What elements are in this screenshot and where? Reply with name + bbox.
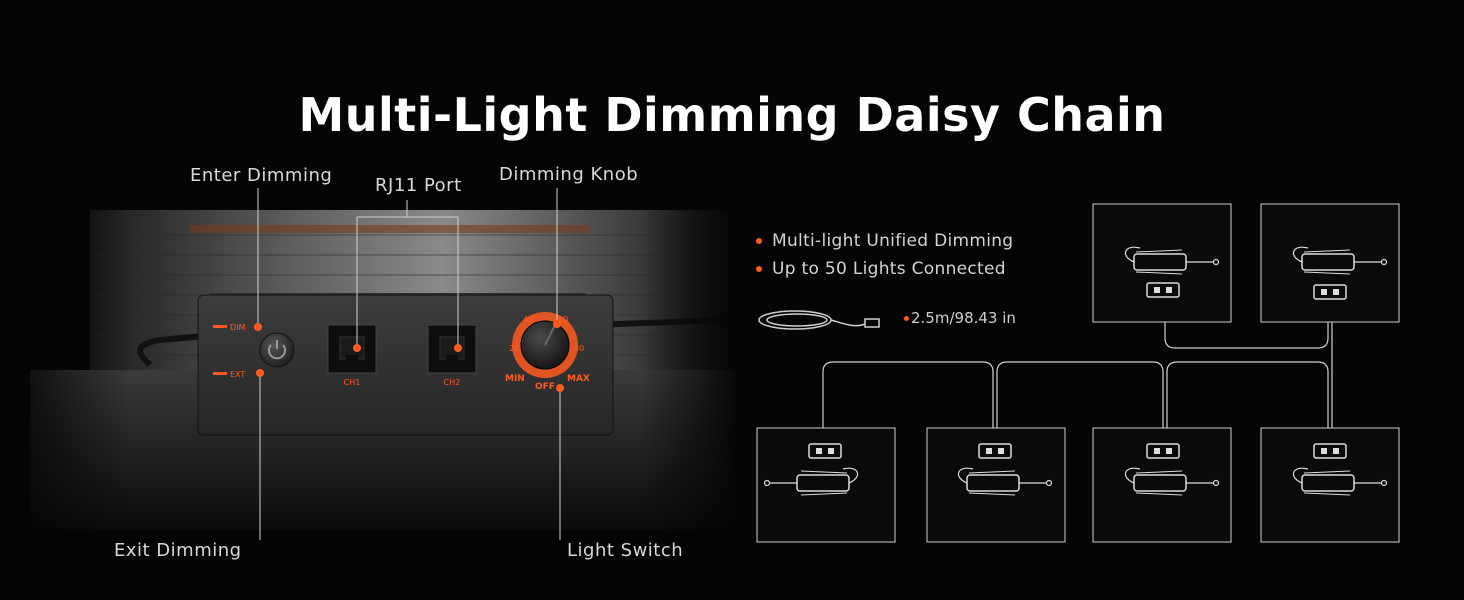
- min-label: MIN: [505, 374, 525, 384]
- ch2-label: CH2: [444, 378, 461, 387]
- grow-light-panel: [926, 427, 1066, 543]
- grow-light-panel: [756, 427, 896, 543]
- cable-icon: [758, 310, 880, 330]
- knob-tick: 60: [558, 315, 568, 324]
- ext-label: EXT: [230, 370, 245, 379]
- feature-item: Multi-light Unified Dimming: [756, 231, 1013, 251]
- off-label: OFF: [535, 382, 555, 392]
- rj11-port-ch2[interactable]: CH2: [427, 324, 477, 387]
- dim-label: DIM: [230, 323, 246, 332]
- dimming-knob-icon: [544, 324, 556, 346]
- bullet-dot: [904, 316, 909, 321]
- dimming-knob[interactable]: 20 40 60 80 MIN MAX OFF: [505, 312, 590, 392]
- power-icon: [268, 340, 286, 360]
- cable-length-text: 2.5m/98.43 in: [911, 309, 1016, 327]
- callout-lines: [254, 188, 564, 540]
- callout-enter-dimming: Enter Dimming: [190, 165, 333, 186]
- daisy-chain-diagram: [756, 203, 1400, 543]
- rj11-port-icon: [339, 336, 365, 361]
- grow-light-panel: [1092, 203, 1232, 323]
- max-label: MAX: [567, 374, 590, 384]
- callout-rj11-port: RJ11 Port: [375, 175, 462, 196]
- cable-length: 2.5m/98.43 in: [904, 309, 1016, 327]
- page-title: Multi-Light Dimming Daisy Chain: [298, 88, 1166, 142]
- ch1-label: CH1: [344, 378, 361, 387]
- feature-text: Multi-light Unified Dimming: [772, 231, 1014, 251]
- power-button[interactable]: [259, 332, 295, 368]
- knob-tick: 80: [574, 344, 584, 353]
- feature-text: Up to 50 Lights Connected: [772, 259, 1006, 279]
- callout-exit-dimming: Exit Dimming: [114, 540, 242, 561]
- callout-dimming-knob: Dimming Knob: [499, 164, 639, 185]
- rj11-port-ch1[interactable]: CH1: [327, 324, 377, 387]
- callout-light-switch: Light Switch: [567, 540, 684, 561]
- knob-tick: 20: [509, 344, 519, 353]
- bullet-dot: [756, 238, 762, 244]
- grow-light-panel: [1092, 427, 1232, 543]
- feature-item: Up to 50 Lights Connected: [756, 259, 1006, 279]
- bullet-dot: [756, 266, 762, 272]
- grow-light-panel: [1260, 203, 1400, 323]
- grow-light-panel: [1260, 427, 1400, 543]
- controller-illustration: DIM EXT CH1 CH2 20 40 60: [0, 195, 740, 535]
- knob-tick: 40: [523, 315, 533, 324]
